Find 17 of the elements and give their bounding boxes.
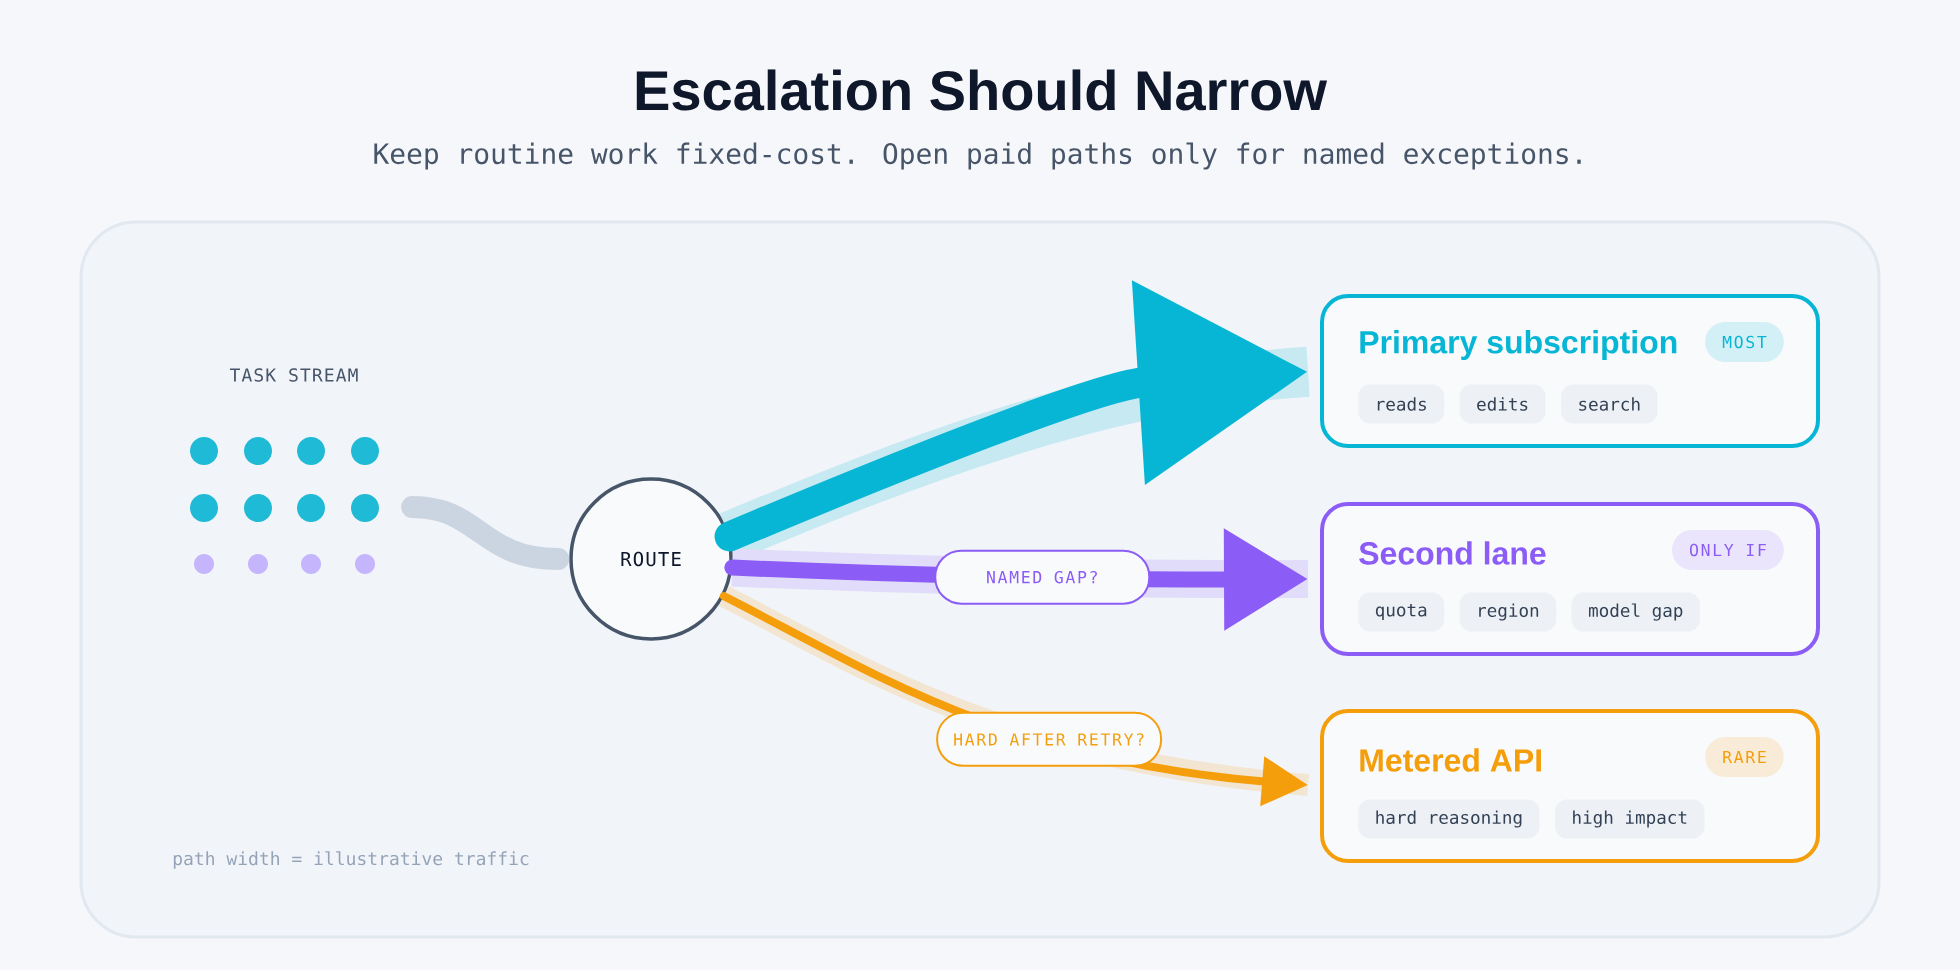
tag-chip: model gap [1571, 592, 1700, 632]
tag-chip: high impact [1554, 799, 1705, 839]
title: Escalation Should Narrow [636, 69, 1328, 111]
tag-chip: hard reasoning [1358, 799, 1540, 839]
tag-pill: ONLY IF [1672, 530, 1784, 570]
subtitle: Keep routine work fixed-cost. Open paid paths only for named exceptions. [374, 142, 1581, 170]
edge-label: NAMED GAP? [934, 549, 1151, 605]
tag-pill: RARE [1705, 737, 1784, 777]
tag-chip: quota [1358, 592, 1445, 632]
edge-label: HARD AFTER RETRY? [936, 711, 1163, 767]
tag-chip: edits [1459, 384, 1546, 424]
tag-chip: reads [1358, 384, 1445, 424]
stream-heading: TASK STREAM [229, 368, 358, 382]
tag-chip: search [1561, 384, 1658, 424]
tag-chip: region [1459, 592, 1557, 632]
tag-pill: MOST [1705, 322, 1784, 362]
footnote: path width = illustrative traffic [173, 851, 529, 869]
